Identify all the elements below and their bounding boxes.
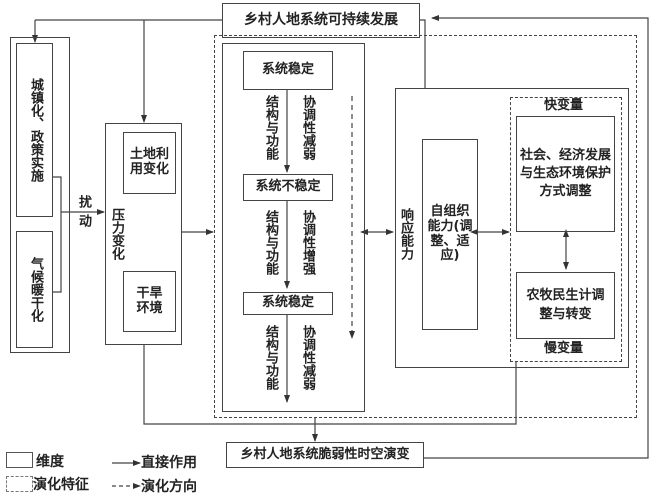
urbanization-policy-box: 城镇化、政策实施 xyxy=(16,43,53,217)
legend-evolution-feature: 演化特征 xyxy=(33,477,89,493)
climate-label: 气候暖干化 xyxy=(27,257,43,322)
self-organization-label: 自组织能力(调整、适应) xyxy=(427,203,473,264)
coord-weaken-1: 协调性减弱 xyxy=(299,95,315,160)
system-states-box xyxy=(222,43,365,412)
structure-function-3: 结构与功能 xyxy=(262,325,278,390)
evolution-feature-box xyxy=(214,35,637,418)
fast-variable-label: 社会、经济发展与生态环境保护方式调整 xyxy=(519,147,611,200)
state-stable-2: 系统稳定 xyxy=(243,292,333,315)
legend-evolution-direction: 演化方向 xyxy=(141,479,197,495)
state-stable-2-label: 系统稳定 xyxy=(261,295,314,311)
coord-weaken-2: 协调性减弱 xyxy=(299,325,315,390)
state-stable-1-label: 系统稳定 xyxy=(261,62,314,78)
state-unstable: 系统不稳定 xyxy=(243,174,333,201)
response-box xyxy=(395,88,629,368)
structure-function-2: 结构与功能 xyxy=(262,210,278,275)
pressure-label: 压力变化 xyxy=(108,208,124,260)
disturbance-label: 扰动 xyxy=(75,195,91,233)
vulnerability-evolution-box: 乡村人地系统脆弱性时空演变 xyxy=(226,442,424,468)
sustainable-development-label: 乡村人地系统可持续发展 xyxy=(244,12,398,29)
structure-function-1: 结构与功能 xyxy=(262,95,278,160)
sustainable-development-box: 乡村人地系统可持续发展 xyxy=(222,3,420,38)
self-organization-box: 自组织能力(调整、适应) xyxy=(422,139,478,330)
state-stable-1: 系统稳定 xyxy=(243,51,333,90)
pressure-box xyxy=(105,123,182,345)
legend-solid-box xyxy=(6,452,33,468)
land-use-label: 土地利用变化 xyxy=(129,147,169,177)
slow-variable-label: 农牧民生计调整与转变 xyxy=(526,288,605,322)
state-unstable-label: 系统不稳定 xyxy=(255,179,321,195)
drought-label: 干旱环境 xyxy=(136,285,163,316)
slow-variable-box: 农牧民生计调整与转变 xyxy=(516,272,615,339)
variables-dashed-box xyxy=(510,97,622,362)
legend-dimension: 维度 xyxy=(36,454,64,470)
vulnerability-evolution-label: 乡村人地系统脆弱性时空演变 xyxy=(240,446,410,462)
climate-box: 气候暖干化 xyxy=(16,231,53,348)
drought-box: 干旱环境 xyxy=(123,271,176,332)
response-label: 响应能力 xyxy=(397,208,413,260)
slow-variable-title: 慢变量 xyxy=(544,341,584,356)
legend-direct-effect: 直接作用 xyxy=(141,455,197,471)
drivers-outer-box xyxy=(10,37,70,353)
coord-strengthen: 协调性增强 xyxy=(299,210,315,275)
fast-variable-title: 快变量 xyxy=(544,98,584,113)
legend-dashed-box xyxy=(6,476,33,492)
fast-variable-box: 社会、经济发展与生态环境保护方式调整 xyxy=(516,116,615,232)
urbanization-policy-label: 城镇化、政策实施 xyxy=(27,78,43,182)
land-use-box: 土地利用变化 xyxy=(123,132,176,194)
